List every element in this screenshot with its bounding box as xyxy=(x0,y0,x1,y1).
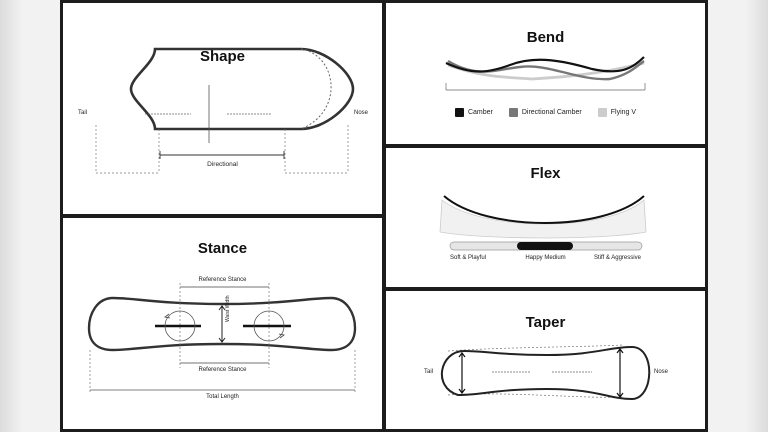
stance-total-length-label: Total Length xyxy=(206,394,239,400)
flex-label-soft: Soft & Playful xyxy=(450,255,487,261)
stance-left-rotation-circle xyxy=(164,310,196,342)
shape-tail-label: Tail xyxy=(78,110,88,116)
shape-panel: Shape Tail Nose Directional xyxy=(63,3,382,214)
shape-diagram xyxy=(95,47,355,174)
flex-board-curve xyxy=(443,195,645,224)
stance-waist-width-label: Waist Width xyxy=(225,295,231,322)
shape-board-outline xyxy=(129,47,355,131)
stance-diagram xyxy=(87,283,357,394)
shape-title: Shape xyxy=(199,48,245,65)
taper-board-outline xyxy=(440,345,651,401)
bend-legend-label-directional-camber: Directional Camber xyxy=(521,109,582,116)
taper-tail-arrow-head-top xyxy=(458,352,466,358)
stance-reference-label-top: Reference Stance xyxy=(198,277,247,283)
bend-legend-swatch-directional-camber xyxy=(508,108,518,117)
shape-profile-label: Directional xyxy=(207,161,238,168)
flex-diagram xyxy=(439,195,647,251)
stance-left-rotation-arrow xyxy=(164,313,171,319)
bend-panel: Bend Camber Directional Camber Flying V xyxy=(386,3,705,144)
bend-legend-swatch-flying-v xyxy=(597,108,607,117)
stance-waist-arrow-head-bottom xyxy=(218,337,226,343)
bend-title: Bend xyxy=(526,29,565,46)
taper-nose-arrow-head-bottom xyxy=(616,392,624,398)
bend-legend-item-directional-camber: Directional Camber xyxy=(508,108,582,117)
taper-tail-arrow-head-bottom xyxy=(458,388,466,394)
taper-panel: Taper Tail Nose xyxy=(386,291,705,429)
shape-nose-label: Nose xyxy=(354,110,369,116)
taper-title: Taper xyxy=(525,314,566,331)
stance-board-outline xyxy=(87,296,357,352)
stance-title: Stance xyxy=(197,240,248,257)
bend-legend-label-camber: Camber xyxy=(467,109,493,116)
bend-legend-label-flying-v: Flying V xyxy=(610,109,637,116)
taper-nose-label: Nose xyxy=(654,369,669,375)
stance-right-rotation-arrow xyxy=(278,333,285,339)
shape-nose-arc xyxy=(300,48,332,130)
flex-panel: Flex Soft & Playful Happy Medium Stiff &… xyxy=(386,148,705,287)
bend-legend-item-flying-v: Flying V xyxy=(597,108,637,117)
flex-label-stiff: Stiff & Aggressive xyxy=(594,255,641,261)
bend-legend: Camber Directional Camber Flying V xyxy=(386,108,705,117)
stance-right-rotation-circle xyxy=(253,310,285,342)
stance-panel: Stance Reference Stance Reference Stance… xyxy=(63,218,382,429)
taper-tail-label: Tail xyxy=(424,369,434,375)
flex-title: Flex xyxy=(530,165,561,182)
taper-nose-arrow-head-top xyxy=(616,348,624,354)
bend-camber-profile xyxy=(445,56,645,73)
flex-label-medium: Happy Medium xyxy=(525,255,566,261)
bend-legend-item-camber: Camber xyxy=(454,108,493,117)
flex-board-ghost xyxy=(439,199,647,239)
flex-scale-indicator xyxy=(517,242,573,250)
taper-diagram xyxy=(440,344,651,401)
bend-legend-swatch-camber xyxy=(454,108,464,117)
taper-nose-ghost xyxy=(447,344,623,352)
stance-reference-label-bottom: Reference Stance xyxy=(198,367,247,373)
bend-diagram xyxy=(445,56,646,91)
stance-waist-arrow-head-top xyxy=(218,305,226,311)
